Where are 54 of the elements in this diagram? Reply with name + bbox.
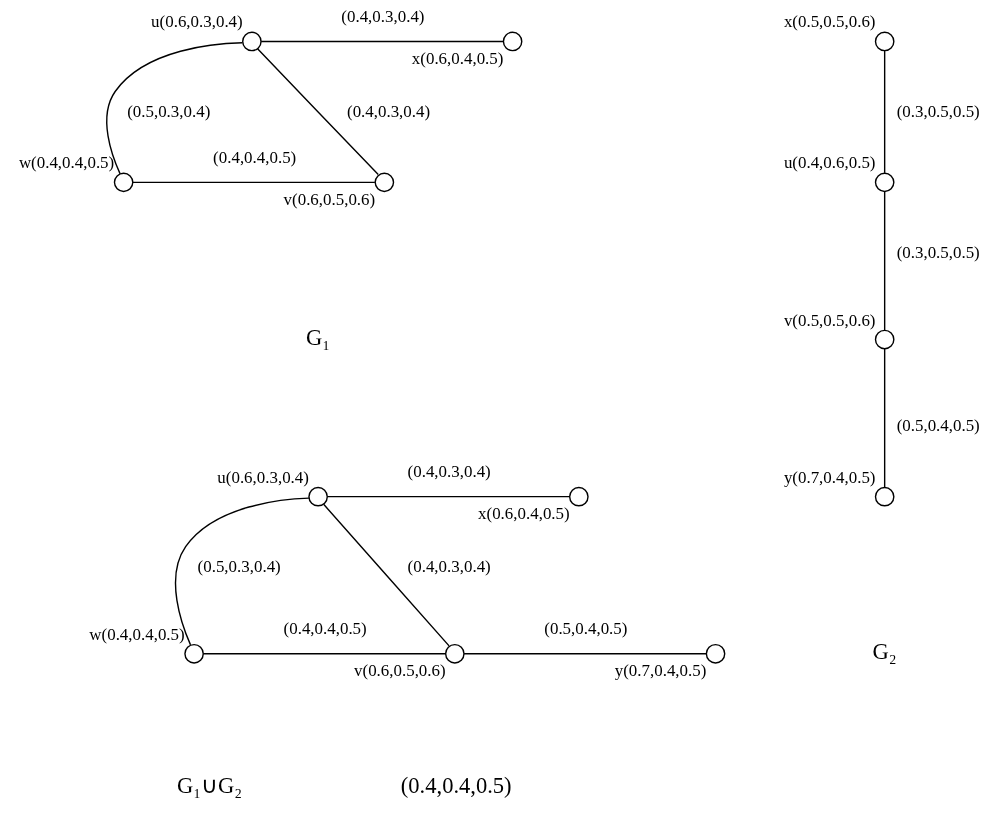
edge-label: (0.5,0.4,0.5) — [896, 416, 980, 436]
label: G₁∪G₂ — [176, 773, 242, 799]
node-label: x(0.6,0.4,0.5) — [477, 504, 570, 524]
connector — [883, 348, 885, 488]
node-label: w(0.4,0.4,0.5) — [18, 153, 114, 173]
edge-label: (0.5,0.4,0.5) — [543, 619, 627, 639]
connector — [462, 653, 707, 655]
node-circle — [502, 31, 522, 52]
edge-label: (0.4,0.3,0.4) — [340, 6, 424, 26]
edge-label: (0.4,0.3,0.4) — [407, 462, 491, 482]
node-label: x(0.6,0.4,0.5) — [411, 49, 503, 69]
connector — [174, 497, 310, 646]
node-circle — [874, 329, 895, 350]
connector — [256, 48, 379, 176]
node-label: y(0.7,0.4,0.5) — [783, 467, 875, 487]
label: G₂ — [872, 639, 897, 665]
node-circle — [183, 643, 204, 664]
connector — [326, 495, 570, 498]
node-label: x(0.5,0.5,0.6) — [783, 12, 875, 32]
connector — [105, 42, 243, 175]
edge-label: (0.4,0.4,0.5) — [283, 619, 367, 639]
node-circle — [874, 486, 895, 507]
node-circle — [874, 31, 895, 52]
node-circle — [444, 643, 465, 664]
edge-label: (0.3,0.5,0.5) — [896, 242, 980, 262]
node-circle — [705, 643, 725, 664]
connector — [883, 190, 885, 331]
node-label: u(0.6,0.3,0.4) — [150, 12, 243, 32]
connector — [202, 653, 446, 655]
node-label: v(0.5,0.5,0.6) — [783, 310, 875, 330]
node-circle — [874, 172, 895, 193]
node-circle — [374, 172, 394, 193]
label: (0.4,0.4,0.5) — [400, 773, 512, 799]
connector — [883, 49, 885, 174]
connector — [322, 503, 450, 647]
label: G₁ — [305, 324, 330, 350]
edge-label: (0.4,0.4,0.5) — [212, 147, 296, 167]
node-label: u(0.6,0.3,0.4) — [216, 467, 309, 487]
edge-label: (0.4,0.3,0.4) — [407, 557, 491, 577]
node-label: v(0.6,0.5,0.6) — [353, 661, 446, 681]
edge-label: (0.5,0.3,0.4) — [197, 557, 281, 577]
edge-label: (0.5,0.3,0.4) — [126, 101, 210, 121]
node-circle — [113, 172, 133, 193]
edge-label: (0.4,0.3,0.4) — [346, 101, 430, 121]
edge-label: (0.3,0.5,0.5) — [896, 101, 980, 121]
connector — [131, 181, 376, 184]
node-circle — [241, 31, 262, 52]
node-label: w(0.4,0.4,0.5) — [88, 624, 185, 644]
connector — [259, 40, 504, 43]
node-circle — [307, 486, 328, 507]
node-circle — [568, 486, 589, 507]
node-label: y(0.7,0.4,0.5) — [614, 661, 706, 681]
node-label: u(0.4,0.6,0.5) — [783, 153, 875, 173]
node-label: v(0.6,0.5,0.6) — [283, 190, 375, 210]
